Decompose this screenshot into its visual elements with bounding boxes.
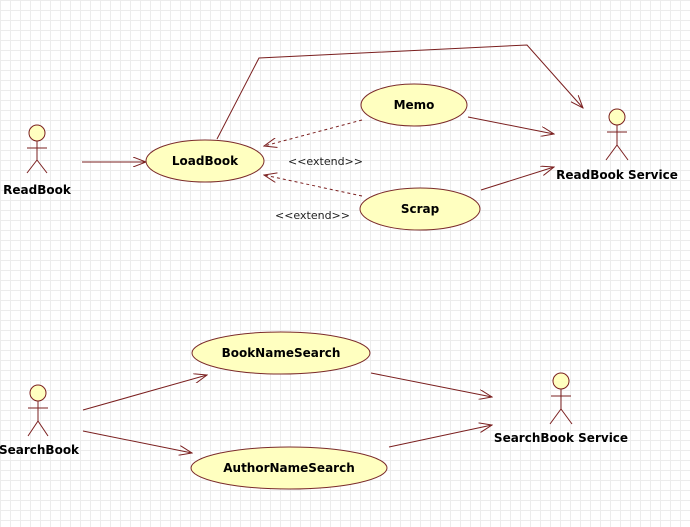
actor-searchbook[interactable] [27, 384, 49, 437]
actor-readbook-service[interactable] [605, 108, 629, 161]
booknamesearch-to-searchbook-service[interactable] [370, 372, 492, 397]
stick-figure-icon [26, 124, 48, 174]
usecase-memo[interactable]: Memo [360, 83, 468, 127]
usecase-authornamesearch-label: AuthorNameSearch [223, 461, 355, 475]
usecase-memo-label: Memo [394, 98, 435, 112]
memo-to-readbook-service[interactable] [467, 116, 554, 134]
authornamesearch-to-searchbook-service[interactable] [388, 425, 492, 448]
stick-figure-icon [605, 108, 629, 161]
searchbook-to-booknamesearch[interactable] [82, 375, 207, 411]
actor-readbook-service-label: ReadBook Service [556, 168, 678, 182]
actor-readbook-label: ReadBook [3, 183, 72, 197]
scrap-extend-loadbook[interactable] [264, 175, 363, 197]
memo-extend-loadbook[interactable] [264, 119, 363, 146]
actor-searchbook-service-label: SearchBook Service [494, 431, 628, 445]
extend-label-scrap: <<extend>> [275, 209, 350, 222]
stick-figure-icon [27, 384, 49, 437]
actor-readbook[interactable] [26, 124, 48, 174]
usecase-booknamesearch-label: BookNameSearch [222, 346, 341, 360]
usecase-booknamesearch[interactable]: BookNameSearch [191, 331, 371, 375]
loadbook-to-readbook-service[interactable] [216, 44, 583, 140]
usecase-loadbook[interactable]: LoadBook [145, 139, 265, 183]
usecase-loadbook-label: LoadBook [172, 154, 239, 168]
actor-searchbook-service[interactable] [549, 372, 573, 425]
connectors [82, 44, 583, 453]
usecase-scrap[interactable]: Scrap [359, 187, 481, 231]
usecase-scrap-label: Scrap [401, 202, 440, 216]
stick-figure-icon [549, 372, 573, 425]
searchbook-to-authornamesearch[interactable] [82, 430, 192, 453]
extend-label-memo: <<extend>> [288, 155, 363, 168]
actor-searchbook-label: SearchBook [0, 443, 80, 457]
usecase-authornamesearch[interactable]: AuthorNameSearch [190, 446, 388, 490]
scrap-to-readbook-service[interactable] [480, 167, 554, 191]
